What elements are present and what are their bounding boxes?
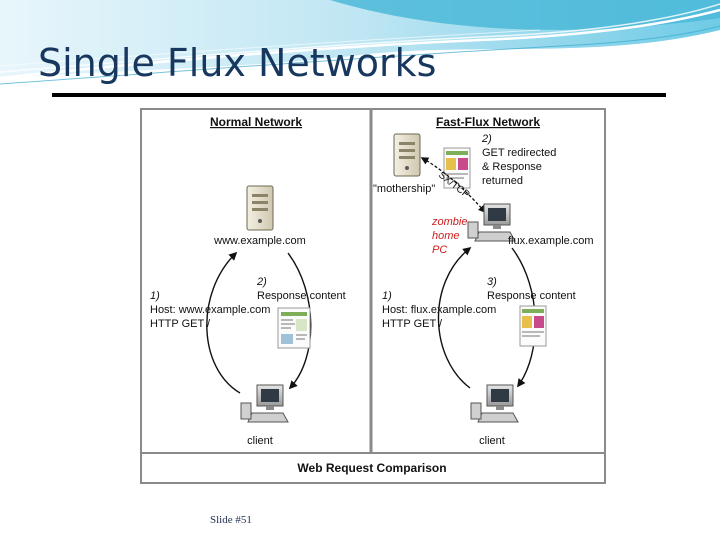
fastflux-redirect-number: 2) <box>481 133 492 145</box>
normal-step1-number: 1) <box>150 290 160 302</box>
request-arrow <box>206 251 241 394</box>
zombie-label-line1: zombie <box>431 216 467 228</box>
response-arrow <box>287 252 312 390</box>
fastflux-redirect-line2: & Response <box>482 161 542 173</box>
normal-step1-method: HTTP GET / <box>150 318 211 330</box>
response-page-thumbnail-icon <box>519 305 547 347</box>
mothership-label: "mothership" <box>373 183 435 195</box>
slide-title: Single Flux Networks <box>38 41 437 85</box>
title-underline <box>52 93 666 97</box>
fastflux-step3-number: 3) <box>487 276 497 288</box>
fastflux-step1-number: 1) <box>382 290 392 302</box>
fastflux-client-label: client <box>479 435 505 447</box>
fastflux-step1-method: HTTP GET / <box>382 318 443 330</box>
slide-number: Slide #51 <box>210 514 252 526</box>
diagram-caption: Web Request Comparison <box>297 461 446 475</box>
normal-network-header: Normal Network <box>210 115 302 129</box>
normal-step2-text: Response content <box>257 290 346 302</box>
fastflux-redirect-line3: returned <box>482 175 523 187</box>
fastflux-request-arrow <box>437 246 472 389</box>
fastflux-network-header: Fast-Flux Network <box>436 115 540 129</box>
normal-step1-host: Host: www.example.com <box>150 304 270 316</box>
zombie-pc-icon <box>467 203 516 242</box>
fastflux-step1-host: Host: flux.example.com <box>382 304 496 316</box>
web-request-diagram: Normal Network www.example.com 1) Host: … <box>140 108 606 484</box>
normal-server-label: www.example.com <box>213 235 306 247</box>
web-page-thumbnail-icon <box>277 307 311 349</box>
zombie-label-line3: PC <box>432 244 447 256</box>
web-server-icon <box>246 185 274 231</box>
fastflux-client-computer-icon <box>470 384 519 423</box>
fastflux-redirect-line1: GET redirected <box>482 147 556 159</box>
zombie-host-label: flux.example.com <box>508 235 594 247</box>
zombie-label-line2: home <box>432 230 460 242</box>
diagram-frame <box>140 108 606 484</box>
normal-step2-number: 2) <box>256 276 267 288</box>
mothership-link-arrow <box>420 157 487 214</box>
mothership-server-icon <box>393 133 421 177</box>
normal-client-computer-icon <box>240 384 289 423</box>
fastflux-step3-text: Response content <box>487 290 576 302</box>
normal-client-label: client <box>247 435 273 447</box>
wave-banner <box>0 0 720 85</box>
